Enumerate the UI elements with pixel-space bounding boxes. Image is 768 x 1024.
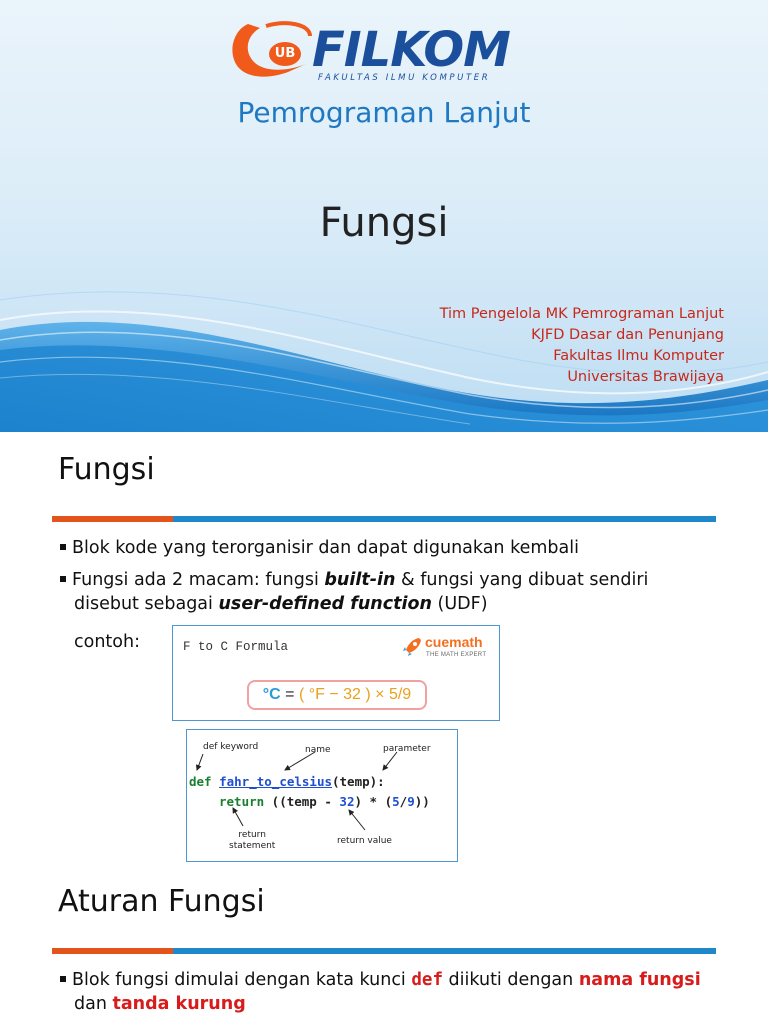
return-value-label: return value: [337, 836, 392, 846]
formula-image: F to C Formula cuemath THE MATH EXPERT °…: [172, 625, 500, 721]
bullet-item: Fungsi ada 2 macam: fungsi built-in & fu…: [58, 568, 648, 616]
bullet-item: Blok fungsi dimulai dengan kata kunci de…: [58, 968, 701, 1016]
code-diagram-image: def keyword name parameter def fahr_to_c…: [186, 729, 458, 862]
rocket-icon: [403, 638, 421, 656]
example-label: contoh:: [74, 632, 140, 652]
bullet-square-icon: [60, 975, 66, 982]
author-block: Tim Pengelola MK Pemrograman Lanjut KJFD…: [440, 304, 724, 388]
bullet-square-icon: [60, 543, 66, 550]
author-line: Tim Pengelola MK Pemrograman Lanjut: [439, 306, 724, 322]
logo-badge: UB: [274, 46, 296, 61]
section-heading: Fungsi: [58, 452, 155, 487]
logo-swoosh-icon: [232, 21, 312, 77]
formula-box: °C = ( °F − 32 ) × 5/9: [247, 680, 427, 710]
course-name: Pemrograman Lanjut: [237, 96, 531, 129]
bullet-square-icon: [60, 575, 66, 582]
section-heading: Aturan Fungsi: [58, 884, 265, 919]
def-keyword-label: def keyword: [203, 742, 259, 752]
return-statement-label: return statement: [229, 830, 276, 851]
name-label: name: [305, 745, 331, 755]
author-line: KJFD Dasar dan Penunjang: [531, 327, 724, 343]
heading-rule: [52, 948, 716, 954]
code-line-1: def fahr_to_celsius(temp):: [189, 774, 385, 789]
code-line-2: return ((temp - 32) * (5/9)): [219, 794, 430, 809]
heading-rule: [52, 516, 716, 522]
annotation-arrows: [195, 751, 398, 831]
formula-title: F to C Formula: [183, 640, 289, 654]
filkom-logo: UB FILKOM FAKULTAS ILMU KOMPUTER: [226, 20, 526, 88]
slide-title: Fungsi: [319, 200, 449, 246]
logo-wordmark: FILKOM: [312, 22, 511, 78]
title-slide: UB FILKOM FAKULTAS ILMU KOMPUTER Pemrogr…: [0, 0, 768, 432]
author-line: Fakultas Ilmu Komputer: [553, 348, 724, 364]
wave-background: [0, 291, 768, 432]
author-line: Universitas Brawijaya: [567, 369, 724, 385]
logo-subtitle: FAKULTAS ILMU KOMPUTER: [318, 73, 491, 83]
bullet-item: Blok kode yang terorganisir dan dapat di…: [58, 536, 579, 560]
parameter-label: parameter: [383, 744, 431, 754]
content-slide: Fungsi Blok kode yang terorganisir dan d…: [0, 432, 768, 1024]
cuemath-logo: cuemath THE MATH EXPERT: [401, 634, 491, 664]
